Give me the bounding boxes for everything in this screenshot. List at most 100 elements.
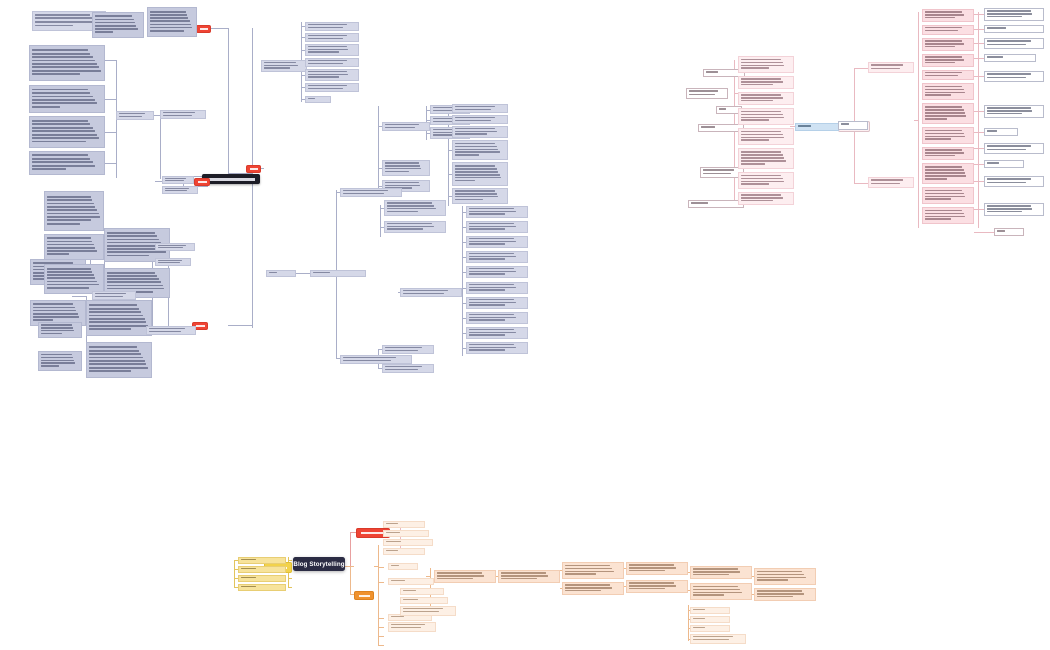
- pinkr-node-5[interactable]: [922, 70, 974, 80]
- pink-node-2[interactable]: [738, 76, 794, 89]
- lav-node-17[interactable]: [86, 300, 152, 336]
- lavmid-node-38[interactable]: [266, 270, 296, 277]
- pinkf-node-4[interactable]: [984, 54, 1036, 62]
- lav-node-4[interactable]: [29, 45, 105, 81]
- pinkf-node-9[interactable]: [984, 160, 1024, 168]
- lavmid-node-36[interactable]: [382, 345, 434, 354]
- peach-mid-1[interactable]: [400, 588, 444, 595]
- pinkf-node-2[interactable]: [984, 25, 1044, 33]
- lav-node-11[interactable]: [44, 264, 104, 294]
- lavmid-node-18[interactable]: [452, 140, 508, 160]
- lavmid-node-17[interactable]: [452, 126, 508, 138]
- lav-node-6[interactable]: [29, 116, 105, 148]
- lavmid-node-15[interactable]: [452, 104, 508, 113]
- lav-node-9[interactable]: [44, 234, 104, 260]
- peach-node-2[interactable]: [383, 530, 429, 537]
- pinkl-node-1[interactable]: [795, 123, 839, 131]
- lavmid-node-34[interactable]: [466, 342, 528, 354]
- lav-node-13[interactable]: [38, 322, 82, 338]
- pink-node-8[interactable]: [738, 192, 794, 205]
- lavmid-node-24[interactable]: [466, 206, 528, 218]
- amber-node-3[interactable]: [238, 575, 286, 582]
- peach-mid-2[interactable]: [400, 597, 448, 604]
- lav-node-7[interactable]: [29, 151, 105, 175]
- lavmid-node-35[interactable]: [340, 355, 412, 364]
- peach-card-2[interactable]: [498, 570, 560, 583]
- pinkr-node-10[interactable]: [922, 163, 974, 184]
- lav-node-21[interactable]: [155, 243, 195, 251]
- pink-node-6[interactable]: [738, 148, 794, 169]
- peach-node-8[interactable]: [388, 622, 436, 632]
- lavmid-node-27[interactable]: [466, 251, 528, 263]
- lavmid-node-31[interactable]: [466, 297, 528, 309]
- peach-card-7[interactable]: [690, 566, 752, 579]
- pinkr-node-3[interactable]: [922, 38, 974, 51]
- pinkf-node-3[interactable]: [984, 38, 1044, 49]
- lav-node-20[interactable]: [146, 326, 196, 335]
- lav-chip-2[interactable]: [160, 110, 206, 119]
- amber-node-2[interactable]: [238, 566, 286, 573]
- pinkf-node-10[interactable]: [984, 176, 1044, 187]
- pinkl-node-2[interactable]: [838, 121, 868, 130]
- peach-card-9[interactable]: [754, 568, 816, 585]
- pink-chip-1[interactable]: [703, 69, 745, 77]
- lav-node-19[interactable]: [92, 291, 136, 300]
- peach-node-5[interactable]: [388, 563, 418, 570]
- peach-sub-3[interactable]: [690, 625, 730, 632]
- pinkf-node-7[interactable]: [984, 128, 1018, 136]
- amber-node-1[interactable]: [238, 557, 286, 564]
- peach-node-3[interactable]: [383, 539, 433, 546]
- pinkf-node-1[interactable]: [984, 8, 1044, 21]
- peach-card-4[interactable]: [562, 582, 624, 595]
- lavmid-node-16[interactable]: [452, 115, 508, 124]
- lavmid-node-26[interactable]: [466, 236, 528, 248]
- pink-node-4[interactable]: [738, 108, 794, 125]
- lavmid-node-1[interactable]: [261, 60, 307, 72]
- peach-node-1[interactable]: [383, 521, 425, 528]
- pinkr-node-11[interactable]: [922, 187, 974, 204]
- pinkr-node-8[interactable]: [922, 127, 974, 144]
- lavmid-node-10[interactable]: [382, 160, 430, 176]
- pink-chip-6[interactable]: [688, 200, 744, 208]
- lav-node-8[interactable]: [44, 191, 104, 231]
- lavmid-node-23[interactable]: [384, 221, 446, 233]
- pinkf-node-11[interactable]: [984, 203, 1044, 216]
- amber-node-4[interactable]: [238, 584, 286, 591]
- lavmid-node-28[interactable]: [466, 266, 528, 278]
- lav-node-18[interactable]: [86, 342, 152, 378]
- pinkl-node-3[interactable]: [868, 62, 914, 73]
- peach-sub-2[interactable]: [690, 616, 730, 623]
- lavmid-node-9[interactable]: [382, 122, 430, 131]
- lavmid-node-25[interactable]: [466, 221, 528, 233]
- peach-root-node[interactable]: Blog Storytelling: [293, 557, 345, 571]
- peach-sub-4[interactable]: [690, 634, 746, 644]
- lavmid-node-4[interactable]: [305, 44, 359, 56]
- lavmid-node-8[interactable]: [305, 96, 331, 103]
- pinkr-node-13[interactable]: [994, 228, 1024, 236]
- lavmid-node-32[interactable]: [466, 312, 528, 324]
- peach-mid-3[interactable]: [400, 606, 456, 616]
- lavmid-node-30[interactable]: [466, 282, 528, 294]
- lav-node-3[interactable]: [147, 7, 197, 37]
- peach-card-1[interactable]: [434, 570, 496, 583]
- peach-node-4[interactable]: [383, 548, 425, 555]
- badge-lavender-mid[interactable]: [246, 165, 261, 173]
- pinkf-node-6[interactable]: [984, 105, 1044, 118]
- lavmid-node-6[interactable]: [305, 69, 359, 81]
- lavmid-node-2[interactable]: [305, 22, 359, 31]
- peach-card-3[interactable]: [562, 562, 624, 579]
- pinkr-node-6[interactable]: [922, 83, 974, 100]
- lav-chip-3[interactable]: [162, 176, 194, 184]
- badge-lavender-top[interactable]: [196, 25, 211, 33]
- lavender-root-node[interactable]: [202, 174, 260, 184]
- badge-lavender-low[interactable]: [194, 178, 210, 186]
- peach-card-5[interactable]: [626, 562, 688, 575]
- lavmid-node-39[interactable]: [310, 270, 366, 277]
- peach-card-10[interactable]: [754, 588, 816, 601]
- pinkr-node-12[interactable]: [922, 207, 974, 224]
- lavmid-node-20[interactable]: [452, 188, 508, 204]
- lavmid-node-37[interactable]: [382, 364, 434, 373]
- peach-sub-1[interactable]: [690, 607, 730, 614]
- lavmid-node-3[interactable]: [305, 33, 359, 42]
- lav-chip-4[interactable]: [162, 186, 198, 194]
